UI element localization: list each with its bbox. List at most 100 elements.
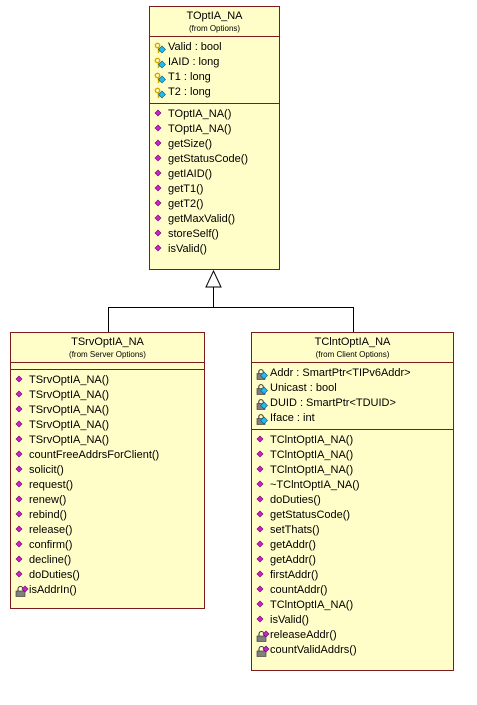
class-operation[interactable]: TSrvOptIA_NA() (15, 403, 204, 418)
class-operation[interactable]: setThats() (256, 523, 453, 538)
class-operation[interactable]: TSrvOptIA_NA() (15, 418, 204, 433)
operation-label: TClntOptIA_NA() (270, 449, 354, 461)
class-box-tsrvoptia-na[interactable]: TSrvOptIA_NA (from Server Options) TSrvO… (10, 332, 205, 609)
class-operation[interactable]: isValid() (154, 242, 279, 257)
protected-attribute-icon (154, 57, 168, 69)
class-operation[interactable]: TClntOptIA_NA() (256, 433, 453, 448)
attribute-label: T2 : long (168, 86, 211, 98)
public-operation-icon (256, 540, 270, 552)
attribute-label: Iface : int (270, 412, 315, 424)
class-operation[interactable]: TClntOptIA_NA() (256, 463, 453, 478)
class-operation[interactable]: confirm() (15, 538, 204, 553)
attribute-label: Valid : bool (168, 41, 222, 53)
class-attribute[interactable]: Iface : int (256, 411, 453, 426)
class-operation[interactable]: solicit() (15, 463, 204, 478)
public-operation-icon (154, 184, 168, 196)
class-operation[interactable]: TOptIA_NA() (154, 122, 279, 137)
operation-label: countAddr() (270, 584, 328, 596)
attribute-label: Addr : SmartPtr<TIPv6Addr> (270, 367, 411, 379)
public-operation-icon (256, 600, 270, 612)
class-operation[interactable]: TOptIA_NA() (154, 107, 279, 122)
class-operation[interactable]: getSize() (154, 137, 279, 152)
operation-label: getT2() (168, 198, 204, 210)
class-operation[interactable]: getMaxValid() (154, 212, 279, 227)
class-operation[interactable]: ~TClntOptIA_NA() (256, 478, 453, 493)
class-operation[interactable]: countFreeAddrsForClient() (15, 448, 204, 463)
private-operation-icon (256, 630, 270, 642)
class-operation[interactable]: release() (15, 523, 204, 538)
class-attribute[interactable]: IAID : long (154, 55, 279, 70)
class-operation[interactable]: TSrvOptIA_NA() (15, 373, 204, 388)
attribute-label: DUID : SmartPtr<TDUID> (270, 397, 396, 409)
operation-label: TSrvOptIA_NA() (29, 389, 110, 401)
class-operation[interactable]: TClntOptIA_NA() (256, 448, 453, 463)
protected-attribute-icon (154, 42, 168, 54)
public-operation-icon (15, 510, 29, 522)
operation-label: decline() (29, 554, 72, 566)
operation-label: solicit() (29, 464, 64, 476)
public-operation-icon (154, 244, 168, 256)
class-operation[interactable]: countAddr() (256, 583, 453, 598)
operation-label: TOptIA_NA() (168, 123, 232, 135)
class-package: (from Options) (188, 24, 241, 33)
operation-label: storeSelf() (168, 228, 219, 240)
class-operation[interactable]: getStatusCode() (256, 508, 453, 523)
class-operation[interactable]: getT1() (154, 182, 279, 197)
public-operation-icon (15, 540, 29, 552)
class-name: TClntOptIA_NA (314, 336, 391, 348)
private-operation-icon (256, 645, 270, 657)
class-operation[interactable]: isAddrIn() (15, 583, 204, 598)
class-operation[interactable]: TClntOptIA_NA() (256, 598, 453, 613)
class-operation[interactable]: request() (15, 478, 204, 493)
operation-label: getStatusCode() (168, 153, 249, 165)
operation-label: setThats() (270, 524, 320, 536)
class-operation[interactable]: getT2() (154, 197, 279, 212)
class-attribute[interactable]: Valid : bool (154, 40, 279, 55)
class-operation[interactable]: doDuties() (15, 568, 204, 583)
private-attribute-icon (256, 413, 270, 425)
public-operation-icon (15, 555, 29, 567)
public-operation-icon (256, 615, 270, 627)
class-operation[interactable]: TSrvOptIA_NA() (15, 433, 204, 448)
operation-label: releaseAddr() (270, 629, 337, 641)
class-operation[interactable]: decline() (15, 553, 204, 568)
class-operation[interactable]: getStatusCode() (154, 152, 279, 167)
private-attribute-icon (256, 398, 270, 410)
operation-label: doDuties() (29, 569, 80, 581)
class-operation[interactable]: rebind() (15, 508, 204, 523)
class-operation[interactable]: getIAID() (154, 167, 279, 182)
public-operation-icon (15, 405, 29, 417)
public-operation-icon (15, 525, 29, 537)
class-operation[interactable]: getAddr() (256, 553, 453, 568)
class-attribute[interactable]: T2 : long (154, 85, 279, 100)
class-box-tclntoptia-na[interactable]: TClntOptIA_NA (from Client Options) Addr… (251, 332, 454, 671)
public-operation-icon (154, 124, 168, 136)
class-operation[interactable]: getAddr() (256, 538, 453, 553)
attribute-compartment (11, 363, 204, 370)
class-operation[interactable]: renew() (15, 493, 204, 508)
class-name: TSrvOptIA_NA (71, 336, 144, 348)
protected-attribute-icon (154, 72, 168, 84)
class-operation[interactable]: countValidAddrs() (256, 643, 453, 658)
class-attribute[interactable]: DUID : SmartPtr<TDUID> (256, 396, 453, 411)
attribute-label: T1 : long (168, 71, 211, 83)
public-operation-icon (256, 525, 270, 537)
operation-label: release() (29, 524, 73, 536)
class-operation[interactable]: storeSelf() (154, 227, 279, 242)
class-attribute[interactable]: T1 : long (154, 70, 279, 85)
class-attribute[interactable]: Addr : SmartPtr<TIPv6Addr> (256, 366, 453, 381)
public-operation-icon (154, 214, 168, 226)
class-operation[interactable]: doDuties() (256, 493, 453, 508)
class-operation[interactable]: isValid() (256, 613, 453, 628)
attribute-compartment: Addr : SmartPtr<TIPv6Addr> Unicast : bool… (252, 363, 453, 430)
operation-label: getStatusCode() (270, 509, 351, 521)
class-operation[interactable]: TSrvOptIA_NA() (15, 388, 204, 403)
class-operation[interactable]: releaseAddr() (256, 628, 453, 643)
class-operation[interactable]: firstAddr() (256, 568, 453, 583)
class-package: (from Server Options) (69, 350, 146, 359)
class-attribute[interactable]: Unicast : bool (256, 381, 453, 396)
operation-compartment: TSrvOptIA_NA()TSrvOptIA_NA()TSrvOptIA_NA… (11, 370, 204, 601)
public-operation-icon (256, 555, 270, 567)
public-operation-icon (15, 390, 29, 402)
